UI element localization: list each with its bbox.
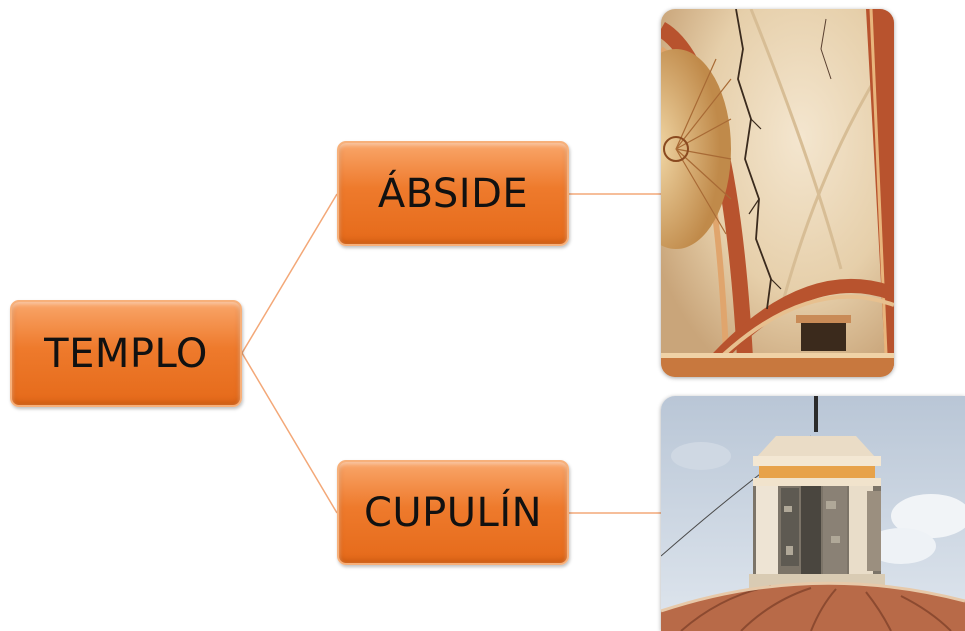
abside-photo <box>661 9 894 377</box>
child-node-label-abside: ÁBSIDE <box>377 170 529 217</box>
connector-templo-cupulin <box>241 352 338 514</box>
child-node-cupulin: CUPULÍN <box>337 460 569 565</box>
cracked-vault-ceiling-image <box>661 9 894 377</box>
child-node-label-cupulin: CUPULÍN <box>363 489 543 536</box>
child-node-abside: ÁBSIDE <box>337 141 569 246</box>
root-node-templo: TEMPLO <box>10 300 242 407</box>
damaged-lantern-cupola-image <box>661 396 965 631</box>
connector-templo-abside <box>241 193 338 354</box>
cupulin-photo <box>661 396 965 631</box>
root-node-label: TEMPLO <box>44 330 208 377</box>
